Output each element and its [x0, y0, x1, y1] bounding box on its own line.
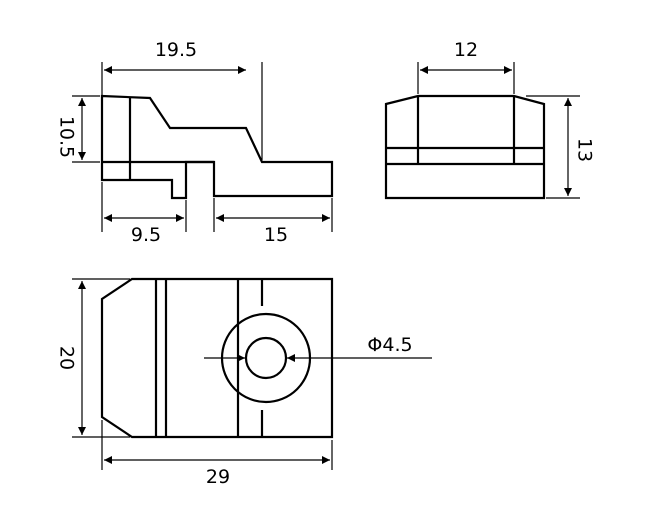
dim-height: 10.5 — [56, 116, 78, 158]
dim-hole-diameter: Φ4.5 — [367, 334, 412, 356]
plan-view-outline — [100, 277, 334, 439]
side-view-outline — [100, 94, 334, 200]
dim-base-right: 15 — [264, 224, 288, 246]
end-view: 12 13 — [384, 39, 596, 200]
dim-end-height: 13 — [574, 138, 596, 162]
side-view: 19.5 10.5 9.5 15 — [56, 39, 334, 246]
dim-end-width: 12 — [454, 39, 478, 61]
dim-width-overall: 19.5 — [155, 39, 197, 61]
plan-view: 20 29 Φ4.5 — [56, 277, 432, 488]
dim-plan-height: 20 — [56, 346, 78, 370]
dim-plan-width: 29 — [206, 466, 230, 488]
dim-base-left: 9.5 — [131, 224, 161, 246]
hole — [244, 336, 288, 380]
